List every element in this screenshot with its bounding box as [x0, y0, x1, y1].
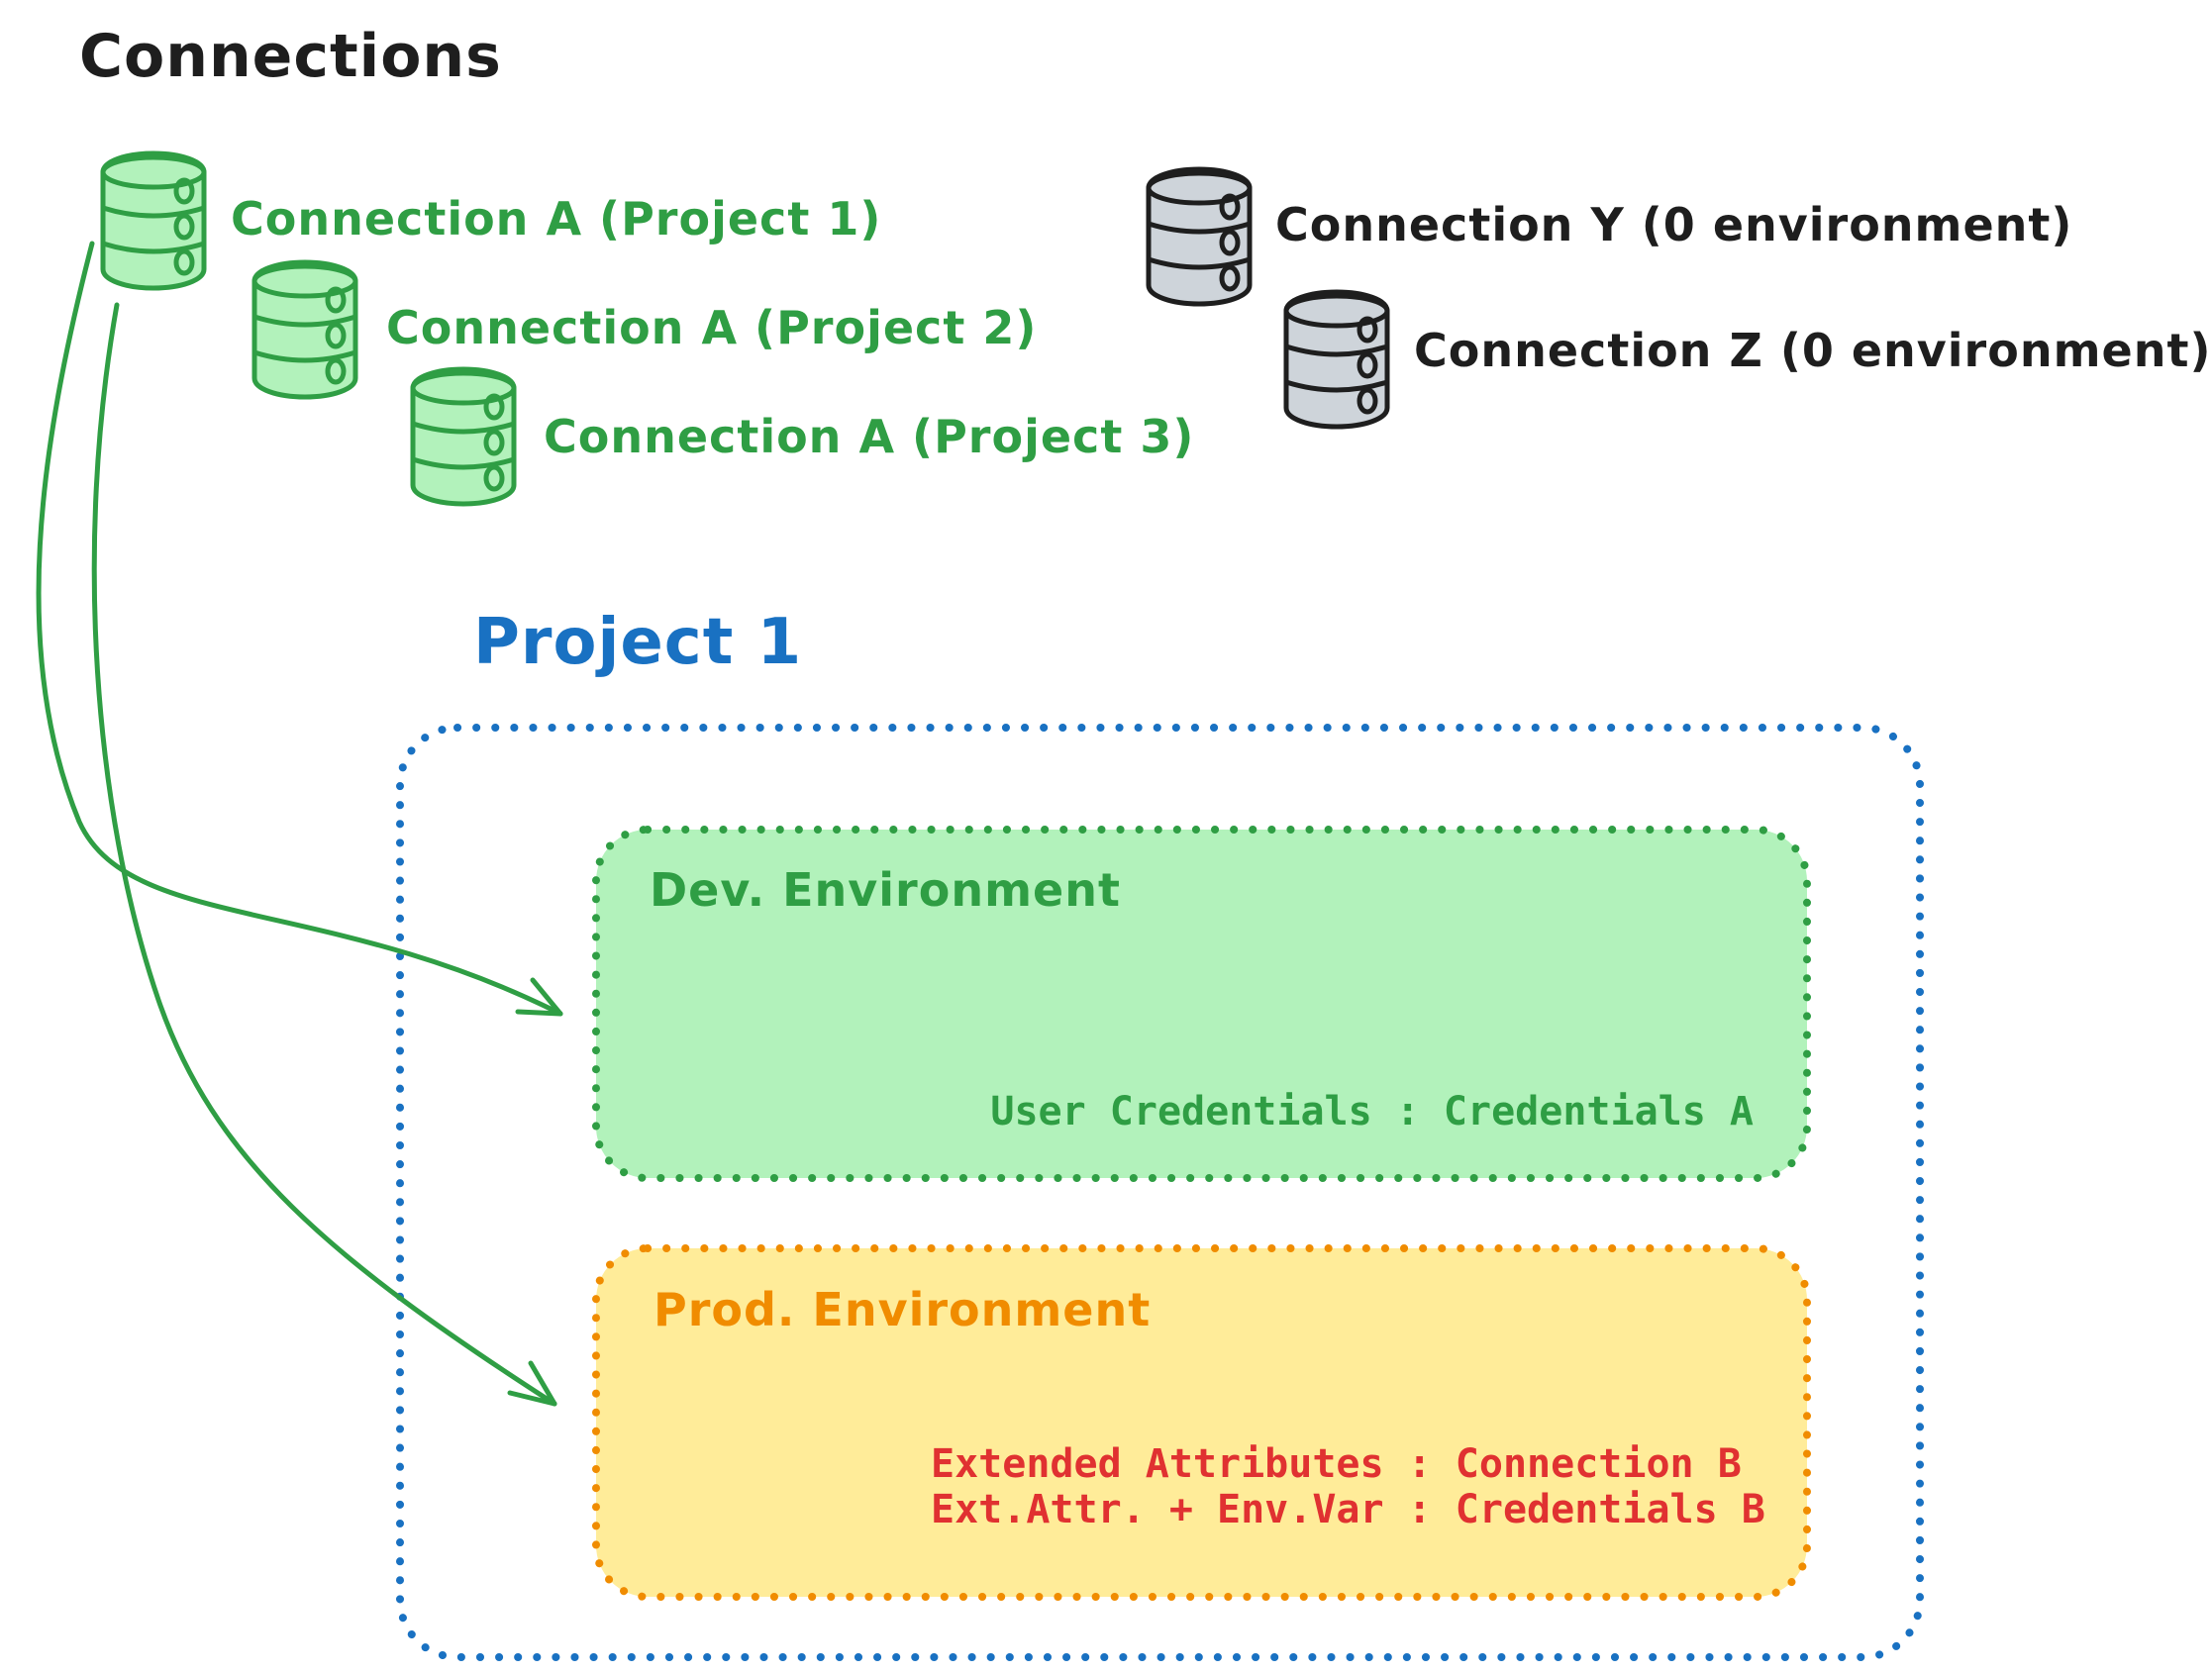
database-icon-connection-y — [1149, 169, 1250, 304]
project1-title: Project 1 — [473, 606, 803, 679]
prod-mapping-line-2: Ext.Attr. + Env.Var : Credentials B — [931, 1487, 1765, 1532]
arrow-connection-a-to-dev-icon — [36, 241, 563, 1017]
label-connection-z: Connection Z (0 environment) — [1414, 324, 2212, 377]
arrow-connection-a-to-prod-icon — [91, 302, 557, 1407]
label-connection-y: Connection Y (0 environment) — [1275, 198, 2073, 251]
dev-credentials-mapping: User Credentials : Credentials A — [990, 1089, 1754, 1134]
dev-environment-title: Dev. Environment — [650, 863, 1121, 917]
dev-environment-box — [592, 826, 1811, 1182]
database-icon-connection-a-project3 — [413, 369, 514, 504]
label-connection-a-project3: Connection A (Project 3) — [544, 410, 1195, 463]
prod-environment-box — [592, 1244, 1811, 1601]
diagram-title: Connections — [79, 22, 502, 91]
database-icon-connection-z — [1286, 292, 1387, 427]
prod-mapping-line-1: Extended Attributes : Connection B — [931, 1441, 1742, 1487]
project1-container-box — [396, 724, 1924, 1661]
prod-environment-title: Prod. Environment — [654, 1283, 1152, 1336]
label-connection-a-project2: Connection A (Project 2) — [386, 301, 1038, 354]
label-connection-a-project1: Connection A (Project 1) — [231, 192, 882, 246]
database-icon-connection-a-project2 — [254, 262, 355, 397]
database-icon-connection-a-project1 — [103, 153, 204, 288]
prod-credentials-mappings: Extended Attributes : Connection B Ext.A… — [931, 1441, 1765, 1532]
